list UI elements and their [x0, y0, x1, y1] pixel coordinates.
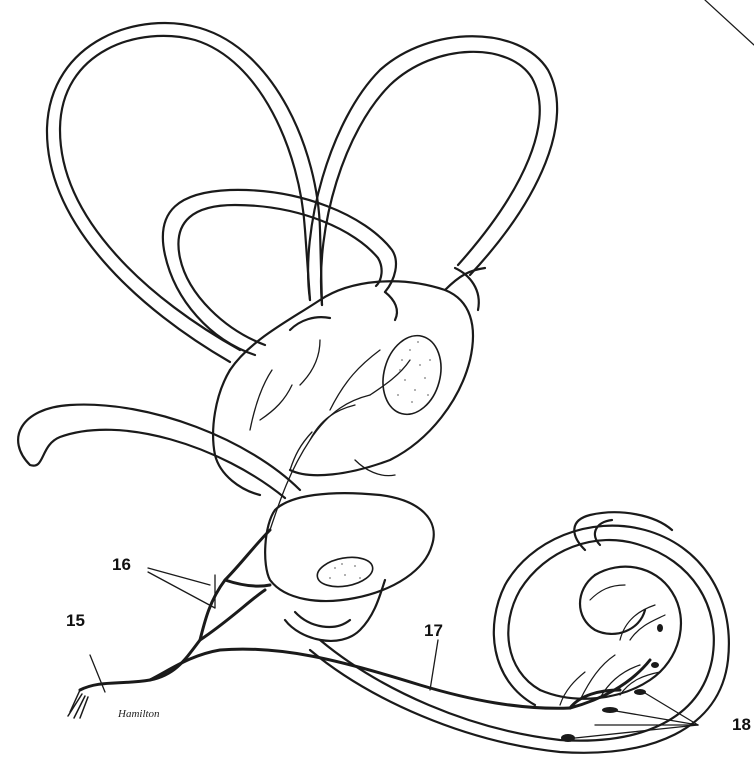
nerve-ganglia: [561, 624, 663, 742]
posterior-semicircular-canal: [308, 36, 557, 305]
endolymphatic-duct: [285, 580, 385, 641]
vestibulocochlear-nerve: [80, 530, 650, 708]
macula-sacculi: [315, 553, 375, 590]
utricle: [213, 268, 485, 495]
cochlea: [310, 512, 729, 753]
stipple-texture: [329, 341, 431, 579]
nerve-root-fibers: [68, 690, 88, 718]
ampullae: [290, 268, 479, 330]
macula-utriculi: [375, 329, 450, 421]
artist-signature: Hamilton: [118, 708, 160, 720]
label-17: 17: [424, 622, 443, 639]
lateral-semicircular-canal: [163, 190, 396, 355]
label-15: 15: [66, 612, 85, 629]
label-16: 16: [112, 556, 131, 573]
cochlear-nerve-branches: [560, 585, 665, 705]
label-18: 18: [732, 716, 751, 733]
vestibular-nerve-branches: [250, 340, 410, 530]
lateral-canal-extension: [18, 405, 300, 498]
corner-line: [705, 0, 754, 45]
